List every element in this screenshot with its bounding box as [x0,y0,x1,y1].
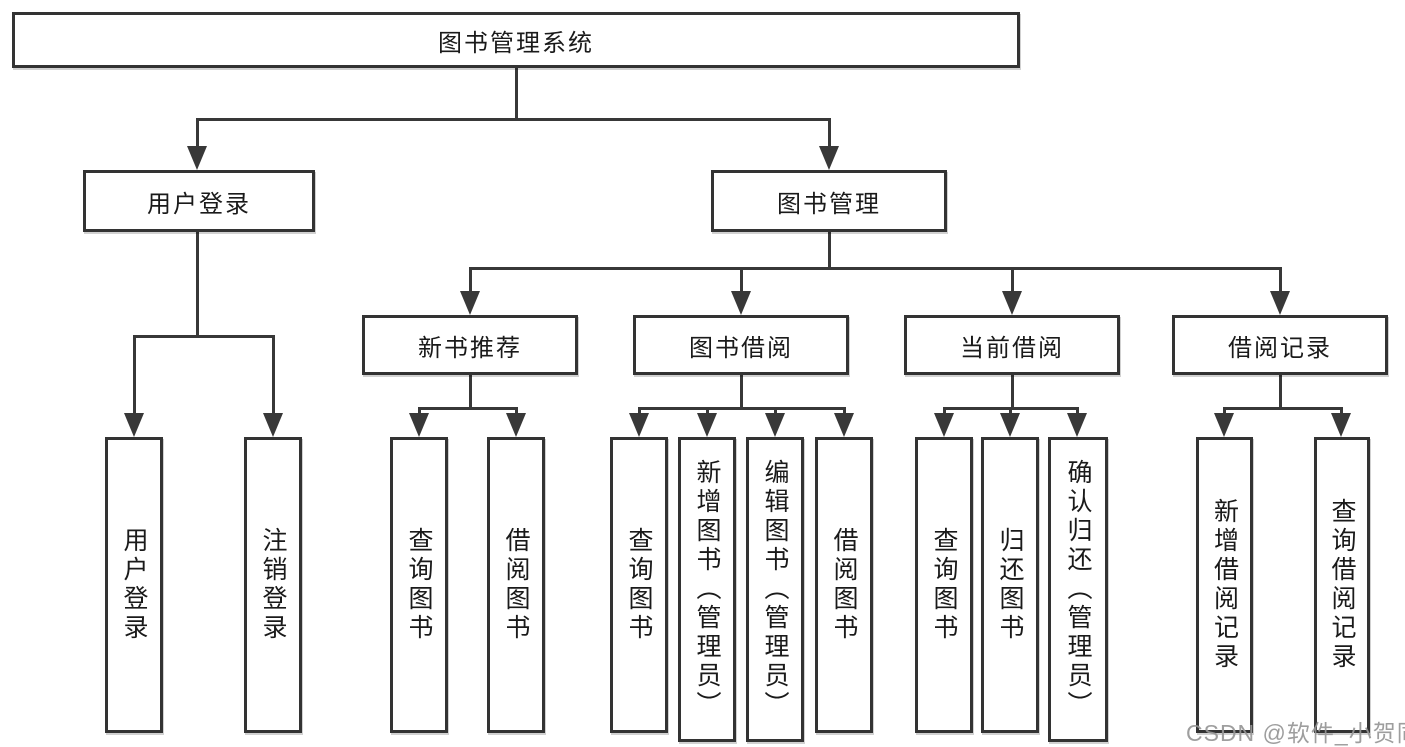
connector-line [469,267,472,293]
connector-line [828,118,831,148]
arrow-down-icon [1331,413,1351,437]
connector-line [1223,407,1343,410]
connector-line [706,407,709,417]
connector-line [196,118,831,121]
arrow-down-icon [1214,413,1234,437]
connector-line [740,375,743,410]
arrow-down-icon [765,413,785,437]
arrow-down-icon [819,146,839,170]
connector-line [469,267,1282,270]
leaf-records-query: 查询借阅记录 [1314,437,1370,733]
arrow-down-icon [834,413,854,437]
leaf-bb-query-books: 查询图书 [610,437,668,733]
node-book-management: 图书管理 [711,170,947,232]
connector-line [133,335,275,338]
connector-line [515,407,518,417]
arrow-down-icon [731,291,751,315]
leaf-bb-borrow-books: 借阅图书 [815,437,873,733]
connector-line [1279,375,1282,410]
arrow-down-icon [506,413,526,437]
arrow-down-icon [263,413,283,437]
arrow-down-icon [187,146,207,170]
connector-line [1279,267,1282,293]
node-book-borrow: 图书借阅 [633,315,849,375]
connector-line [133,335,136,415]
leaf-rec-borrow-books: 借阅图书 [487,437,545,733]
connector-line [196,232,199,335]
arrow-down-icon [409,413,429,437]
connector-line [828,232,831,267]
connector-line [1011,267,1014,293]
connector-line [418,407,518,410]
leaf-bb-add-books-admin: 新增图书（管理员） [678,437,736,742]
arrow-down-icon [460,291,480,315]
connector-line [1009,407,1012,417]
connector-line [1011,375,1014,410]
connector-line [418,407,421,417]
node-root: 图书管理系统 [12,12,1020,68]
connector-line [515,68,518,118]
connector-line [943,407,946,417]
connector-line [272,335,275,415]
node-new-book-recommend: 新书推荐 [362,315,578,375]
connector-line [638,407,846,410]
connector-line [196,118,199,148]
connector-line [1076,407,1079,417]
arrow-down-icon [1002,291,1022,315]
leaf-cur-query-books: 查询图书 [915,437,973,733]
connector-line [469,375,472,410]
arrow-down-icon [124,413,144,437]
arrow-down-icon [1067,413,1087,437]
connector-line [843,407,846,417]
leaf-cur-confirm-return-admin: 确认归还（管理员） [1048,437,1108,742]
connector-line [1340,407,1343,417]
arrow-down-icon [1000,413,1020,437]
connector-line [1223,407,1226,417]
arrow-down-icon [629,413,649,437]
connector-line [638,407,641,417]
leaf-rec-query-books: 查询图书 [390,437,448,733]
leaf-user-login: 用户登录 [105,437,163,733]
arrow-down-icon [1270,291,1290,315]
leaf-cur-return-books: 归还图书 [981,437,1039,733]
leaf-bb-edit-books-admin: 编辑图书（管理员） [746,437,804,742]
watermark: CSDN @软件_小贺同学 [1186,720,1405,746]
arrow-down-icon [934,413,954,437]
node-borrow-records: 借阅记录 [1172,315,1388,375]
connector-line [740,267,743,293]
connector-line [774,407,777,417]
leaf-records-add: 新增借阅记录 [1196,437,1253,733]
node-user-login: 用户登录 [83,170,315,232]
arrow-down-icon [697,413,717,437]
node-current-borrow: 当前借阅 [904,315,1120,375]
leaf-user-logout: 注销登录 [244,437,302,733]
